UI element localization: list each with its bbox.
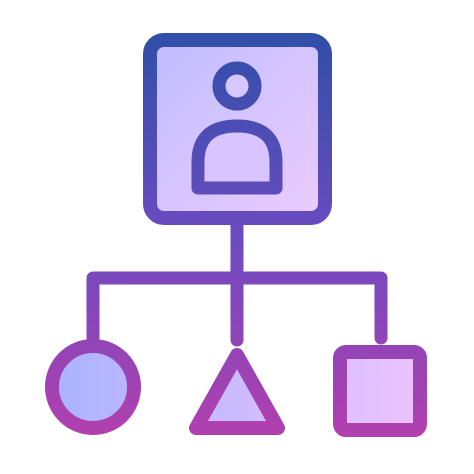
square-node-icon [333,345,427,437]
branch-connector [86,271,388,345]
triangle-node-icon [189,348,285,435]
user-body-icon [191,119,283,195]
connector-lines [86,215,388,347]
user-head-icon [212,61,262,111]
person-card [143,33,332,225]
child-nodes [45,339,427,437]
circle-node-icon [45,339,141,435]
